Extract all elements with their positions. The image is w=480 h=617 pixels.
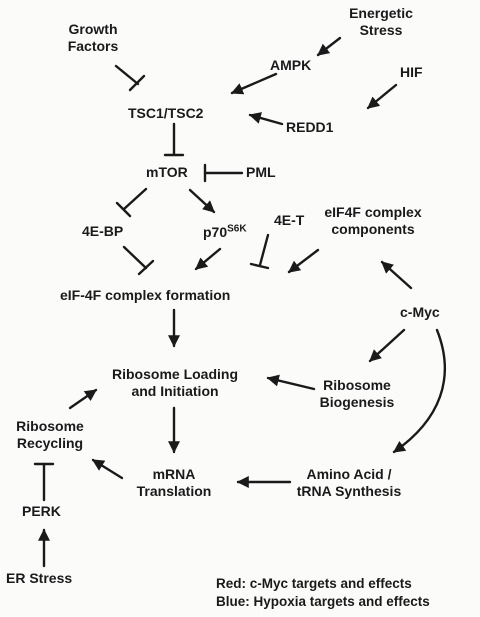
inhibit-mtor-to-4ebp: [122, 187, 148, 211]
growth-factors-line2: Factors: [67, 38, 119, 54]
arrow-mtor-to-p70: [188, 188, 216, 214]
node-redd1: REDD1: [286, 119, 334, 135]
arrow-redd1-to-tsc: [248, 112, 284, 126]
arrow-cmyc-to-amino-acid: [392, 328, 446, 454]
energetic-stress-line2: Stress: [359, 22, 403, 38]
node-cmyc: c-Myc: [400, 304, 440, 320]
amino-acid-line1: Amino Acid /: [306, 466, 392, 482]
node-4ebp: 4E-BP: [82, 223, 124, 239]
ribosome-loading-line2: and Initiation: [131, 383, 219, 399]
mrna-translation-line2: Translation: [136, 483, 212, 499]
energetic-stress-line1: Energetic: [349, 5, 413, 21]
p70-base: p70: [203, 224, 228, 240]
node-er-stress: ER Stress: [6, 570, 73, 586]
growth-factors-line1: Growth: [68, 21, 118, 37]
arrow-biogenesis-to-loading: [266, 374, 316, 391]
ribosome-biogenesis-line1: Ribosome: [323, 377, 391, 393]
node-eif4f-components: eIF4F complex components: [312, 204, 434, 238]
inhibit-4ebp-to-eif4f: [122, 245, 148, 270]
node-ribosome-recycling: Ribosome Recycling: [10, 418, 90, 452]
amino-acid-line2: tRNA Synthesis: [296, 483, 402, 499]
node-hif: HIF: [400, 64, 423, 80]
inhibit-bar-growth: [128, 74, 146, 92]
inhibit-bar-4ebp: [137, 259, 155, 276]
legend-red: Red: c-Myc targets and effects: [216, 576, 412, 591]
legend: Red: c-Myc targets and effects Blue: Hyp…: [216, 575, 430, 611]
node-mtor: mTOR: [146, 164, 188, 180]
node-amino-acid: Amino Acid / tRNA Synthesis: [284, 466, 414, 500]
eif4f-components-line1: eIF4F complex: [324, 204, 422, 220]
inhibit-bar-4et: [249, 262, 270, 270]
node-ribosome-loading: Ribosome Loading and Initiation: [90, 366, 260, 400]
node-pml: PML: [246, 164, 276, 180]
arrow-mrna-to-recycling: [91, 458, 124, 480]
node-mrna-translation: mRNA Translation: [125, 466, 223, 500]
legend-blue: Blue: Hypoxia targets and effects: [216, 594, 430, 609]
node-4et: 4E-T: [274, 212, 305, 228]
eif4f-components-line2: components: [331, 221, 415, 237]
inhibit-bar-mtor: [115, 201, 132, 218]
arrow-cmyc-to-components: [380, 260, 413, 290]
ribosome-loading-line1: Ribosome Loading: [112, 366, 238, 382]
arrow-recycling-to-loading: [68, 388, 98, 410]
arrow-components-to-eif4f: [287, 248, 320, 274]
node-energetic-stress: Energetic Stress: [336, 5, 426, 39]
node-tsc: TSC1/TSC2: [128, 105, 204, 121]
arrow-ampk-to-tsc: [230, 72, 278, 95]
inhibit-4et-to-eif4f: [258, 233, 270, 267]
mrna-translation-line1: mRNA: [152, 466, 196, 482]
arrow-stress-to-ampk: [316, 36, 342, 57]
ribosome-biogenesis-line2: Biogenesis: [319, 394, 395, 410]
node-ribosome-biogenesis: Ribosome Biogenesis: [312, 377, 402, 411]
node-eif4f-formation: eIF-4F complex formation: [60, 287, 231, 303]
node-p70s6k: p70S6K: [203, 224, 247, 241]
arrow-cmyc-to-biogenesis: [368, 328, 406, 363]
ribosome-recycling-line1: Ribosome: [16, 418, 84, 434]
inhibit-growth-to-tsc: [114, 64, 140, 86]
arrow-p70-to-eif4f: [194, 247, 222, 271]
p70-superscript: S6K: [227, 223, 247, 235]
node-perk: PERK: [22, 503, 61, 519]
ribosome-recycling-line2: Recycling: [16, 435, 84, 451]
node-ampk: AMPK: [270, 57, 312, 73]
node-growth-factors: Growth Factors: [58, 21, 128, 55]
arrow-hif-to-redd1: [366, 83, 398, 110]
